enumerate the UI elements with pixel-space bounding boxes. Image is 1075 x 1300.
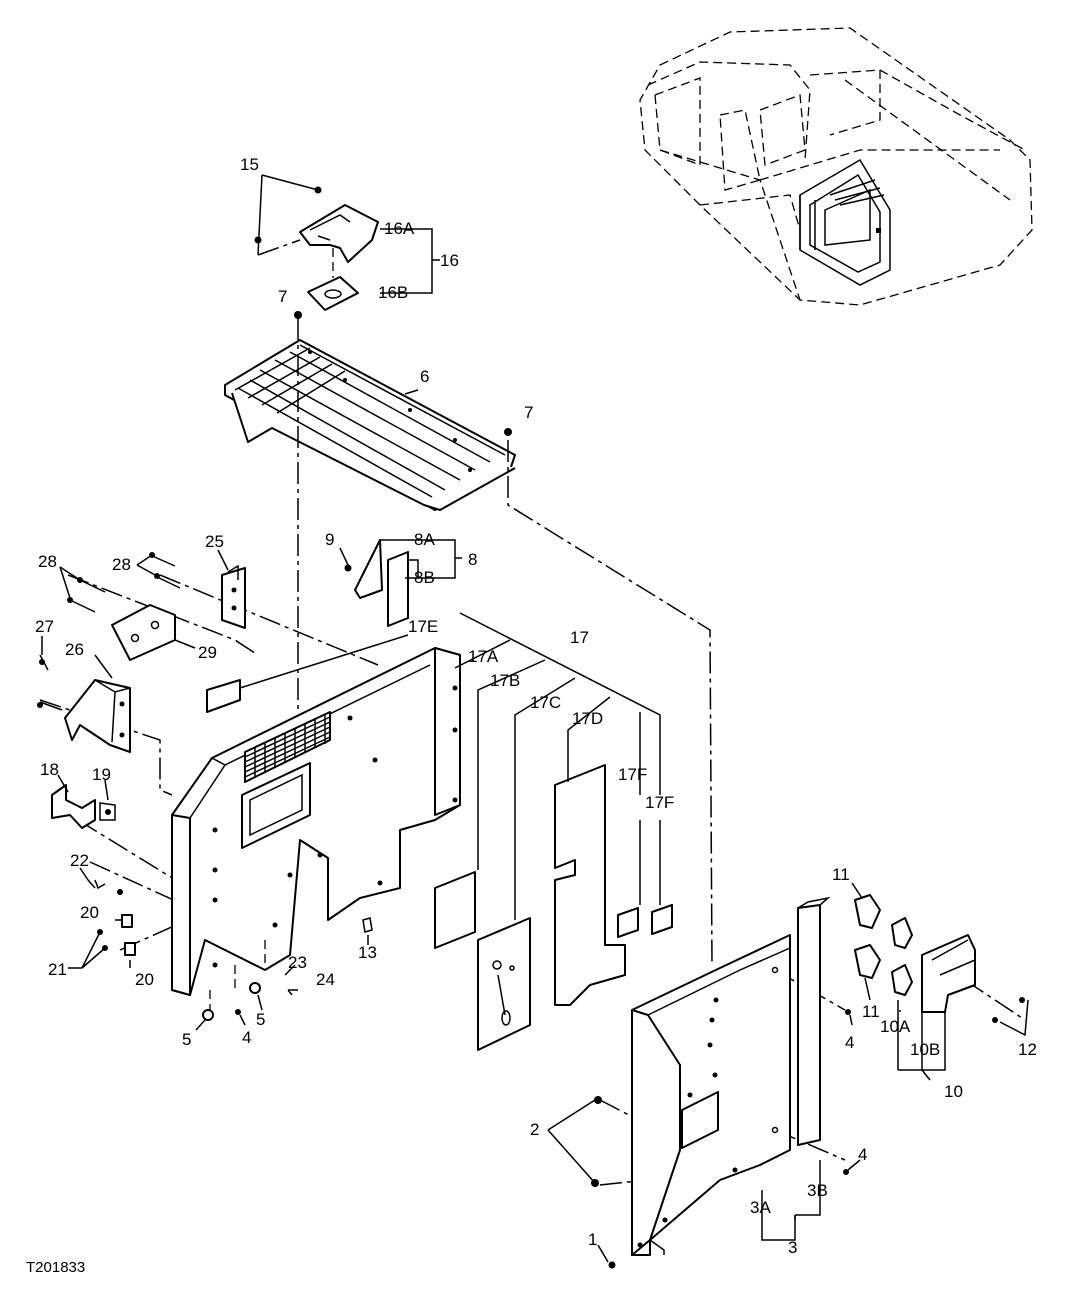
callout-16b: 16B	[378, 283, 408, 302]
callout-3: 3	[788, 1238, 797, 1257]
callout-11a: 11	[832, 865, 850, 884]
callout-17b: 17B	[490, 671, 520, 690]
callout-19: 19	[92, 765, 111, 784]
callout-27: 27	[35, 617, 54, 636]
callout-25: 25	[205, 532, 224, 551]
callout-4c: 4	[858, 1145, 867, 1164]
callout-20b: 20	[135, 970, 154, 989]
callout-21: 21	[48, 960, 67, 979]
callout-17a: 17A	[468, 647, 499, 666]
callout-22: 22	[70, 851, 89, 870]
callout-15: 15	[240, 155, 259, 174]
right-side-panel-3	[547, 896, 861, 1269]
callout-16: 16	[440, 251, 459, 270]
assembly-lines	[39, 318, 1026, 1186]
callout-2: 2	[530, 1120, 539, 1139]
callout-28a: 28	[38, 552, 57, 571]
callout-7b: 7	[524, 403, 533, 422]
callout-17: 17	[570, 628, 589, 647]
seals-17	[206, 539, 673, 1051]
callout-23: 23	[288, 953, 307, 972]
callout-3b: 3B	[807, 1181, 828, 1200]
callout-26: 26	[65, 640, 84, 659]
callout-28b: 28	[112, 555, 131, 574]
callout-10a: 10A	[880, 1017, 911, 1036]
callout-13: 13	[358, 943, 377, 962]
hardware-small	[68, 867, 373, 1031]
callout-17f-2: 17F	[645, 793, 674, 812]
bracket-assembly-16	[254, 174, 440, 311]
callout-4a: 4	[242, 1028, 251, 1047]
parts-10-11-12	[851, 882, 1029, 1081]
machine-location-inset	[639, 27, 1033, 306]
callout-3a: 3A	[750, 1198, 771, 1217]
platform-6	[224, 311, 516, 511]
callout-4b: 4	[845, 1033, 854, 1052]
callout-11b: 11	[862, 1002, 880, 1021]
callout-12: 12	[1018, 1040, 1037, 1059]
callout-8: 8	[468, 550, 477, 569]
callout-9: 9	[325, 530, 334, 549]
callout-7a: 7	[278, 287, 287, 306]
callout-16a: 16A	[384, 219, 415, 238]
left-side-panel	[171, 647, 461, 1010]
callout-8a: 8A	[414, 530, 435, 549]
callout-labels: 15 16A 16 16B 7 6 7 9 8A 8 8B 25 28 28 2…	[26, 155, 1037, 1276]
callout-10b: 10B	[910, 1040, 940, 1059]
callout-5a: 5	[182, 1030, 191, 1049]
callout-20a: 20	[80, 903, 99, 922]
callout-5b: 5	[256, 1010, 265, 1029]
callout-10: 10	[944, 1082, 963, 1101]
callout-6: 6	[420, 367, 429, 386]
brackets-left	[37, 549, 246, 829]
callout-24: 24	[316, 970, 335, 989]
figure-code: T201833	[26, 1259, 85, 1276]
callout-17f-1: 17F	[618, 765, 647, 784]
callout-17e: 17E	[408, 617, 438, 636]
leaders-17	[239, 539, 661, 920]
callout-18: 18	[40, 760, 59, 779]
callout-8b: 8B	[414, 568, 435, 587]
callout-29: 29	[198, 643, 217, 662]
callout-1: 1	[588, 1230, 597, 1249]
callout-17c: 17C	[530, 693, 561, 712]
callout-17d: 17D	[572, 709, 603, 728]
